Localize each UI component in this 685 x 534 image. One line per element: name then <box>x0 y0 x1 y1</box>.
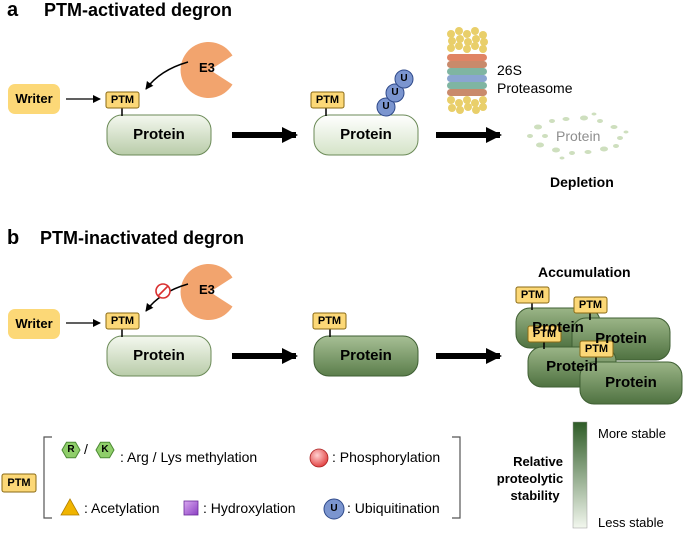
protein-label-a2: Protein <box>340 126 392 143</box>
stability-label-line3: stability <box>510 488 560 503</box>
proteasome-icon <box>447 27 488 114</box>
legend-bracket-right <box>452 436 461 519</box>
acc-ptm-label-4: PTM <box>584 343 609 355</box>
stability-bottom-label: Less stable <box>598 515 664 530</box>
legend-methylation: : Arg / Lys methylation <box>120 449 258 465</box>
panel-b-letter: b <box>7 227 20 249</box>
stability-top-label: More stable <box>598 426 666 441</box>
blocked-icon <box>155 283 171 299</box>
writer-label-b: Writer <box>15 316 53 331</box>
acc-ptm-label-3: PTM <box>532 328 557 340</box>
protein-label-b1: Protein <box>133 347 185 364</box>
ptm-label-a1: PTM <box>110 94 135 106</box>
ubiquitin-3 <box>394 69 414 89</box>
degraded-fragments <box>527 112 629 160</box>
lysine-hexagon-icon <box>95 441 115 459</box>
acetylation-triangle-icon <box>60 498 80 516</box>
acc-ptm-1 <box>515 286 550 304</box>
proteasome-label-line2: Proteasome <box>497 80 573 96</box>
ptm-tag-a1 <box>105 91 140 109</box>
ubiquitin-2 <box>385 83 405 103</box>
panel-b-title: PTM-inactivated degron <box>40 228 245 248</box>
acc-protein-label-3: Protein <box>546 358 598 375</box>
ubiquitin-label-3: U <box>400 73 408 84</box>
writer-label-a: Writer <box>15 91 53 106</box>
acc-ptm-4 <box>579 340 614 358</box>
ptm-tag-b1 <box>105 312 140 330</box>
e3-label-a: E3 <box>199 60 215 75</box>
stability-label-line2: proteolytic <box>496 471 564 486</box>
protein-label-a1: Protein <box>133 126 185 143</box>
ptm-tag-b2 <box>312 312 347 330</box>
panel-a-letter: a <box>7 0 19 21</box>
acc-ptm-label-2: PTM <box>578 299 603 311</box>
legend-ptm-box <box>1 473 37 493</box>
ptm-label-a2: PTM <box>315 94 340 106</box>
legend-r-label: R <box>67 444 75 455</box>
accumulation-label: Accumulation <box>538 264 631 280</box>
writer-box-b <box>8 309 60 339</box>
acc-protein-label-4: Protein <box>605 374 657 391</box>
ubiquitin-label-2: U <box>391 87 399 98</box>
acc-protein-label-2: Protein <box>595 330 647 347</box>
accumulated-proteins <box>515 286 683 405</box>
ptm-tag-a2 <box>310 91 345 109</box>
arginine-hexagon-icon <box>61 441 81 459</box>
legend-phosphorylation: : Phosphorylation <box>332 449 441 465</box>
proteasome-label-line1: 26S <box>497 62 522 78</box>
protein-a2 <box>313 114 419 156</box>
acc-ptm-3 <box>527 325 562 343</box>
legend-acetylation: : Acetylation <box>84 500 160 516</box>
legend-hydroxylation: : Hydroxylation <box>203 500 296 516</box>
hydroxylation-square-icon <box>183 500 199 516</box>
ubiquitin-1 <box>376 97 396 117</box>
e3-label-b: E3 <box>199 282 215 297</box>
protein-b2 <box>313 335 419 377</box>
acc-protein-4 <box>579 361 683 405</box>
protein-label-b2: Protein <box>340 347 392 364</box>
e3-arrow-a <box>145 61 189 90</box>
ptm-label-b2: PTM <box>317 315 342 327</box>
degraded-protein-label: Protein <box>556 128 601 144</box>
ptm-label-b1: PTM <box>110 315 135 327</box>
protein-a1 <box>106 114 212 156</box>
acc-ptm-label-1: PTM <box>520 289 545 301</box>
phosphorylation-icon <box>309 448 329 468</box>
e3-pacman-b <box>180 264 233 320</box>
legend-ptm-label: PTM <box>7 477 31 489</box>
legend-u-label: U <box>330 503 338 514</box>
stability-label-line1: Relative <box>513 454 563 469</box>
writer-box-a <box>8 84 60 114</box>
protein-b1 <box>106 335 212 377</box>
ubiquitin-label-1: U <box>382 101 390 112</box>
depletion-label: Depletion <box>550 174 614 190</box>
legend-k-label: K <box>101 444 109 455</box>
legend-bracket-left <box>43 436 52 519</box>
e3-pacman-a <box>180 41 233 98</box>
acc-protein-label-1: Protein <box>532 319 584 336</box>
legend-ubiquitination: : Ubiquitination <box>347 500 440 516</box>
panel-a-title: PTM-activated degron <box>44 0 233 20</box>
legend-slash: / <box>84 441 88 457</box>
stability-gradient-bar <box>572 421 588 529</box>
acc-ptm-2 <box>573 296 608 314</box>
ubiquitin-legend-icon <box>323 498 345 520</box>
